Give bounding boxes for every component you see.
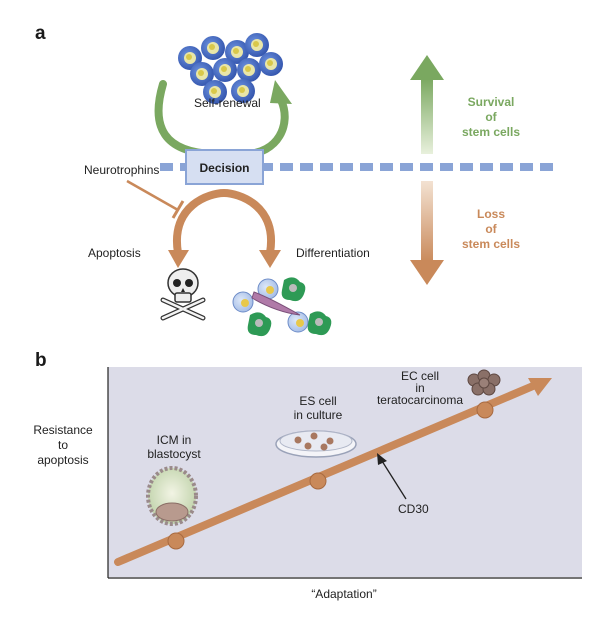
x-axis-label: “Adaptation” <box>311 587 376 601</box>
apoptosis-arrowhead <box>168 250 189 268</box>
cd30-label: CD30 <box>398 502 429 516</box>
neurotrophins-inhibition-line <box>126 179 179 212</box>
survival-arrow-shaft <box>421 78 433 154</box>
culture-dish-icon <box>275 430 357 458</box>
panel-a-label: a <box>35 23 46 44</box>
panel-b-label: b <box>35 350 47 371</box>
loss-label-line2: of <box>485 222 497 236</box>
loss-arrowhead <box>410 260 444 285</box>
survival-arrowhead <box>410 55 444 80</box>
self-renewal-arrowhead <box>270 80 292 104</box>
y-axis-label-line1: Resistance <box>33 423 93 437</box>
differentiation-label: Differentiation <box>296 246 370 260</box>
skull-crossbones-icon <box>160 268 206 321</box>
ec-label-line3: teratocarcinoma <box>377 393 463 407</box>
branch-arrow <box>172 188 276 257</box>
ec-label-line1: EC cell <box>401 369 439 383</box>
neurotrophins-label: Neurotrophins <box>84 163 159 177</box>
cd30-pointer-arrowhead <box>377 453 387 465</box>
es-label-line2: in culture <box>294 408 343 422</box>
self-renewal-label: Self-renewal <box>194 96 261 110</box>
teratocarcinoma-cluster-icon <box>467 369 501 396</box>
stem-cell-cluster <box>178 33 283 104</box>
survival-label-line1: Survival <box>468 95 515 109</box>
adaptation-arrow <box>114 382 537 566</box>
survival-label-line3: stem cells <box>462 125 520 139</box>
loss-label-line1: Loss <box>477 207 505 221</box>
icm-label-line2: blastocyst <box>147 447 201 461</box>
ec-stage-node <box>476 401 494 419</box>
es-stage-node <box>309 472 327 490</box>
icm-label-line1: ICM in <box>157 433 192 447</box>
differentiated-cells <box>232 277 332 337</box>
blastocyst-icon <box>146 466 198 526</box>
loss-arrow-shaft <box>421 181 433 263</box>
ec-label-line2: in <box>415 381 424 395</box>
decision-box <box>185 149 264 185</box>
es-label-line1: ES cell <box>299 394 336 408</box>
survival-label-line2: of <box>485 110 497 124</box>
apoptosis-label: Apoptosis <box>88 246 141 260</box>
cd30-pointer-line <box>381 460 407 500</box>
icm-stage-node <box>167 532 185 550</box>
y-axis-label-line2: to <box>58 438 68 452</box>
decision-label: Decision <box>199 161 249 175</box>
y-axis-label-line3: apoptosis <box>37 453 88 467</box>
differentiation-arrowhead <box>259 250 281 268</box>
fibroblast-cell <box>251 291 301 316</box>
loss-label-line3: stem cells <box>462 237 520 251</box>
adaptation-arrowhead <box>528 378 552 396</box>
inhibition-bar <box>171 200 185 219</box>
